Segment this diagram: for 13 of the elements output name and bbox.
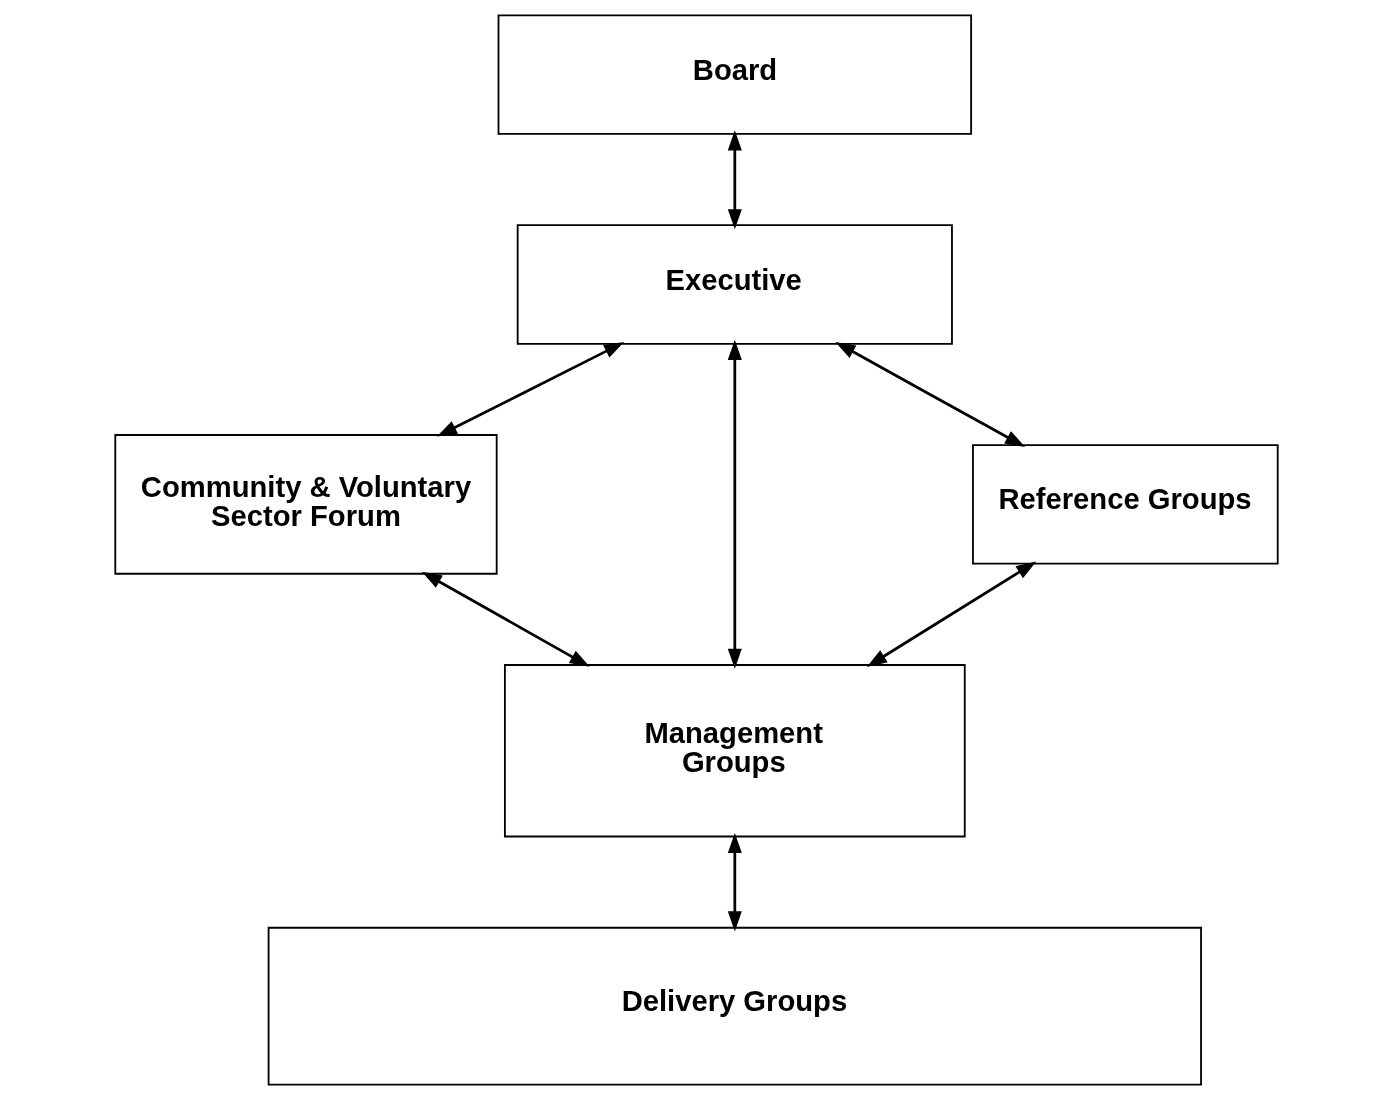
node-box: Reference Groups bbox=[972, 444, 1279, 565]
node-box: Management Groups bbox=[504, 664, 966, 838]
node-box: Board bbox=[497, 14, 973, 135]
arrow bbox=[727, 130, 742, 230]
node-box: Community & Voluntary Sector Forum bbox=[114, 434, 498, 575]
node-box: Executive bbox=[516, 224, 953, 345]
arrow bbox=[421, 571, 590, 667]
arrow bbox=[727, 832, 742, 932]
arrow bbox=[866, 561, 1037, 667]
arrow bbox=[727, 339, 742, 669]
arrow bbox=[436, 342, 625, 437]
arrow bbox=[835, 341, 1026, 448]
node-box: Delivery Groups bbox=[267, 926, 1202, 1086]
